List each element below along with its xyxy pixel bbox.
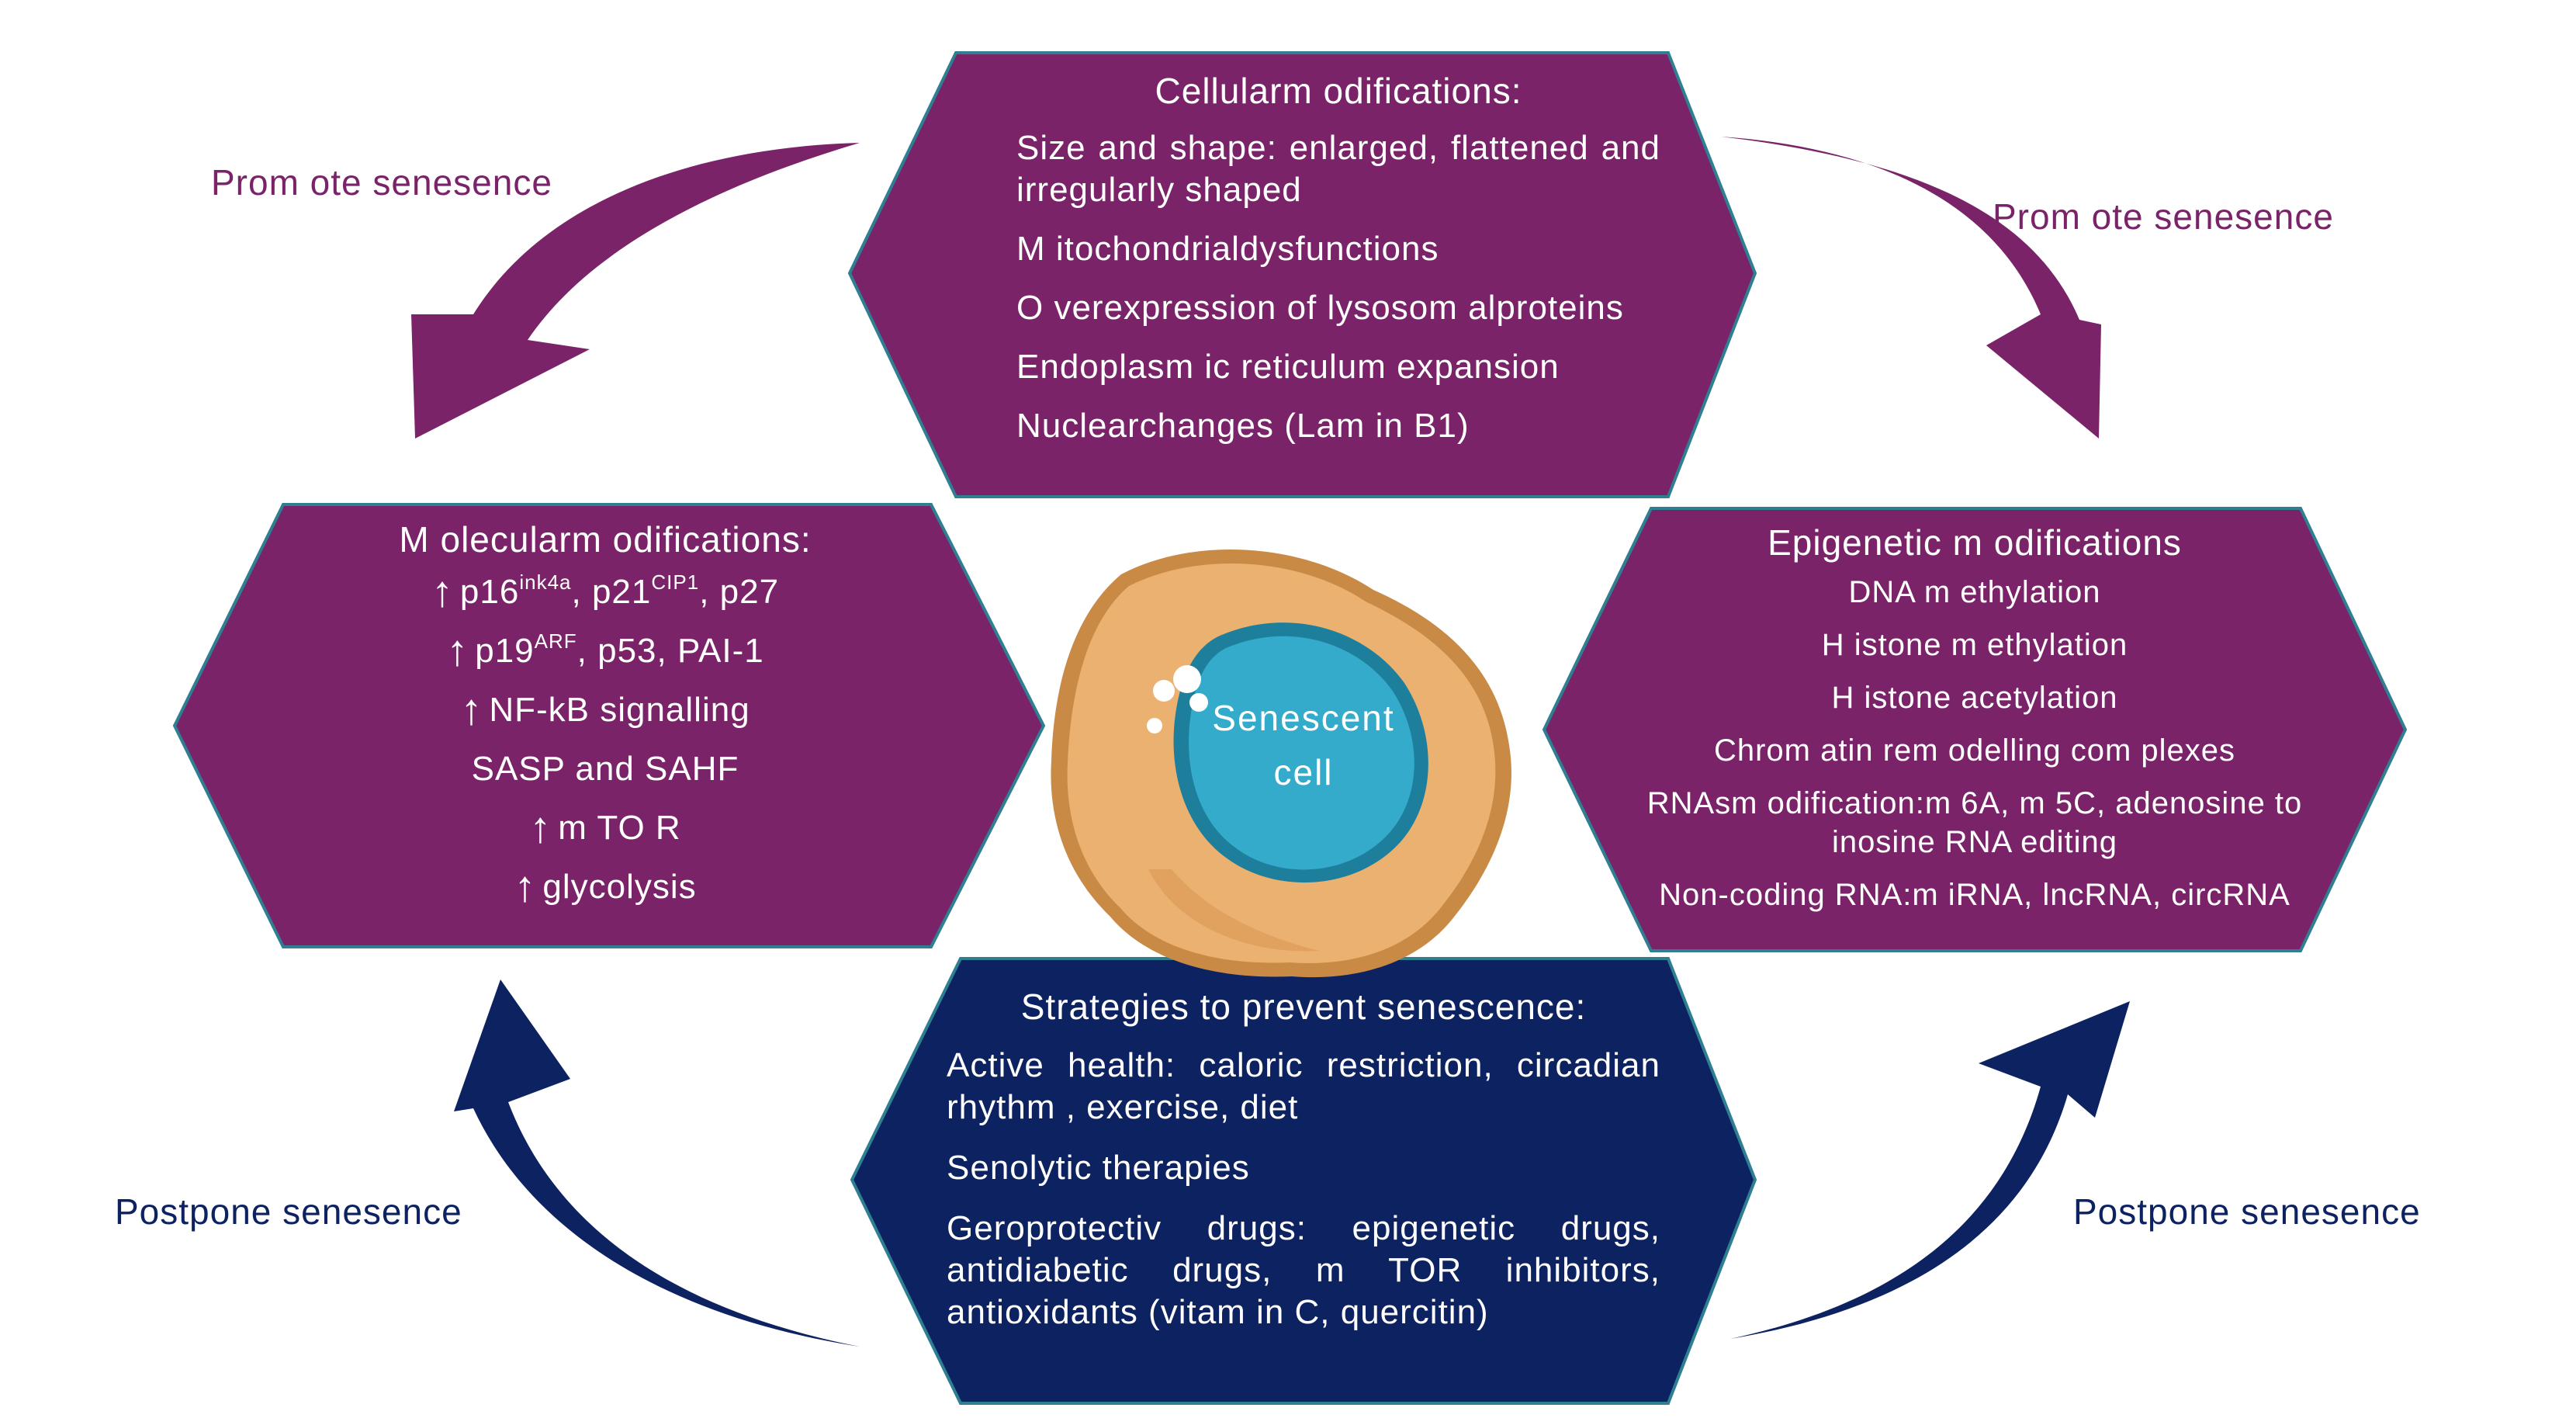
strategies-title: Strategies to prevent senescence:	[1020, 986, 1587, 1027]
strategies-item: Senolytic therapies	[947, 1149, 1250, 1187]
epigenetic-item: Chrom atin rem odelling com plexes	[1713, 733, 2236, 768]
cellular-item: Endoplasm ic reticulum expansion	[1016, 348, 1560, 386]
cellular-modifications-panel: Cellularm odifications: Size and shape: …	[1016, 70, 1660, 447]
up-arrow-icon: ↑	[514, 862, 537, 910]
up-arrow-icon: ↑	[529, 803, 552, 851]
strategies-item: Geroprotectiv drugs: epigenetic drugs, a…	[947, 1209, 1660, 1331]
up-arrow-icon: ↑	[460, 685, 483, 733]
cellular-item: M itochondrialdysfunctions	[1016, 230, 1439, 268]
molecular-item: ↑m TO R	[529, 803, 681, 851]
epigenetic-item: Non-coding RNA:m iRNA, lncRNA, circRNA	[1659, 878, 2290, 912]
epigenetic-title: Epigenetic m odifications	[1768, 522, 2182, 563]
postpone-arrow-right	[1730, 1001, 2130, 1339]
molecular-item: ↑glycolysis	[514, 862, 697, 910]
strategies-item: Active health: caloric restriction, circ…	[947, 1046, 1660, 1126]
up-arrow-icon: ↑	[431, 567, 454, 615]
postpone-arrow-left	[454, 979, 860, 1347]
promote-arrow-left	[411, 143, 860, 439]
molecular-hexagon	[172, 503, 1046, 948]
molecular-item: ↑p19ARF, p53, PAI-1	[446, 626, 764, 674]
strategies-panel: Strategies to prevent senescence: Active…	[947, 986, 1660, 1333]
senescent-cell-label: Senescent cell	[1212, 698, 1395, 792]
epigenetic-item: H istone m ethylation	[1821, 628, 2128, 662]
postpone-senescence-label-left: Postpone senesence	[115, 1191, 462, 1232]
promote-arrow-right	[1721, 137, 2101, 439]
molecular-title: M olecularm odifications:	[399, 519, 812, 560]
epigenetic-item: DNA m ethylation	[1848, 575, 2101, 609]
cellular-hexagon	[847, 51, 1757, 498]
epigenetic-item: H istone acetylation	[1831, 681, 2118, 715]
epigenetic-item: RNAsm odification:m 6A, m 5C, adenosine …	[1646, 786, 2303, 859]
cellular-item: Nuclearchanges (Lam in B1)	[1016, 407, 1470, 445]
cellular-title: Cellularm odifications:	[1155, 71, 1522, 111]
epigenetic-modifications-panel: Epigenetic m odifications DNA m ethylati…	[1637, 522, 2312, 914]
molecular-item: ↑p16ink4a, p21CIP1, p27	[431, 567, 780, 615]
strategies-hexagon	[850, 957, 1757, 1405]
promote-senescence-label-right: Prom ote senesence	[1993, 196, 2334, 237]
promote-senescence-label-left: Prom ote senesence	[211, 162, 552, 203]
senescent-cell-illustration	[1051, 549, 1511, 978]
cellular-item: Size and shape: enlarged, flattened and …	[1016, 129, 1660, 209]
molecular-item: ↑NF-kB signalling	[460, 685, 750, 733]
postpone-senescence-label-right: Postpone senesence	[2073, 1191, 2421, 1232]
molecular-modifications-panel: M olecularm odifications: ↑p16ink4a, p21…	[279, 518, 931, 908]
up-arrow-icon: ↑	[446, 626, 469, 674]
cellular-item: O verexpression of lysosom alproteins	[1016, 289, 1624, 327]
molecular-item: SASP and SAHF	[471, 750, 739, 788]
epigenetic-hexagon	[1542, 507, 2408, 952]
